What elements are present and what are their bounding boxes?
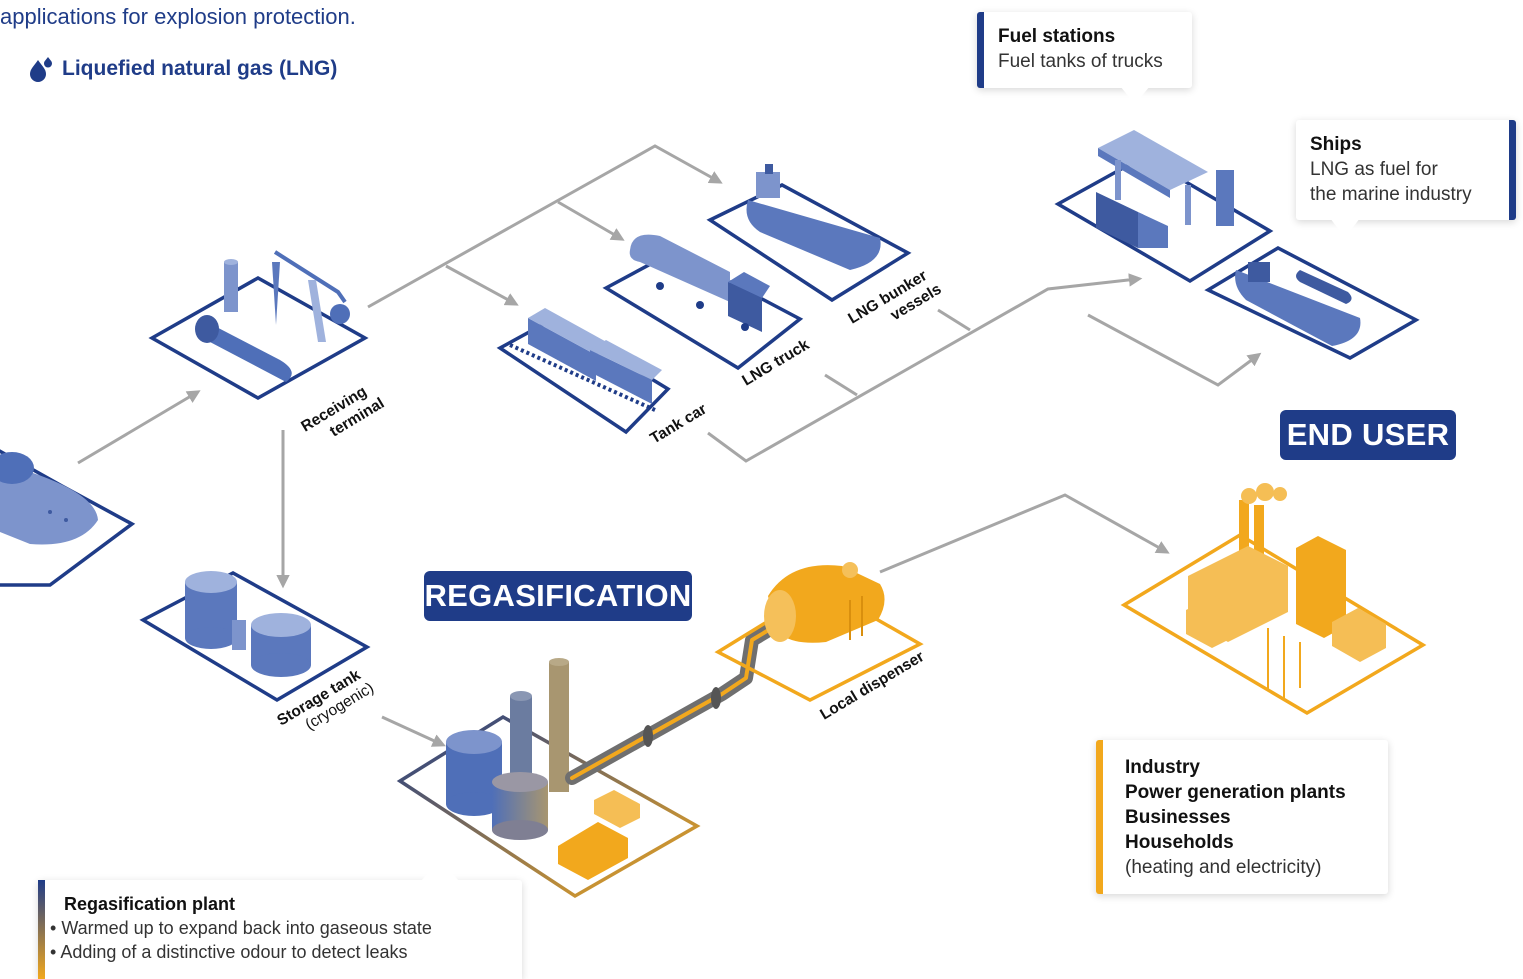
end-user-item-households: Households — [1125, 832, 1234, 853]
callout-accent-bar — [38, 880, 45, 979]
lng-bunker-vessel-illustration — [706, 164, 912, 303]
end-users-callout-pointer — [1228, 722, 1268, 742]
arrow-to-tankcar — [445, 264, 519, 306]
section-heading: Liquefied natural gas (LNG) — [28, 56, 337, 82]
fuel-stations-callout: Fuel stations Fuel tanks of trucks — [977, 12, 1192, 88]
flow-arrows — [77, 144, 1262, 747]
ships-desc-line-1: LNG as fuel for — [1310, 159, 1438, 180]
lng-bunker-vessels-label: LNG bunker vessels — [845, 264, 944, 343]
local-dispenser-illustration — [714, 562, 924, 702]
storage-tank-illustration — [139, 571, 371, 703]
ships-desc-line-2: the marine industry — [1310, 184, 1472, 205]
end-user-item-businesses: Businesses — [1125, 807, 1231, 828]
end-users-callout: Industry Power generation plants Busines… — [1096, 740, 1388, 894]
arrow-storage-to-plant — [381, 715, 446, 747]
arrow-to-ships — [1087, 313, 1262, 387]
lng-truck-illustration — [602, 234, 804, 371]
fuel-stations-title: Fuel stations — [998, 26, 1116, 47]
regasification-plant-illustration — [396, 658, 701, 899]
arrow-ship-to-terminal — [77, 390, 201, 465]
ships-callout-pointer — [1330, 218, 1360, 238]
fuel-station-illustration — [1054, 130, 1274, 284]
pipeline-illustration — [565, 621, 779, 785]
regasification-plant-callout: Regasification plant • Warmed up to expa… — [38, 880, 522, 979]
ships-title: Ships — [1310, 134, 1362, 155]
ships-callout: Ships LNG as fuel for the marine industr… — [1296, 120, 1516, 220]
regasification-badge: REGASIFICATION — [424, 571, 692, 621]
end-user-badge: END USER — [1280, 410, 1456, 460]
arrow-to-truck — [557, 200, 625, 241]
regasification-bullet-2: Adding of a distinctive odour to detect … — [60, 942, 408, 962]
end-user-item-industry: Industry — [1125, 757, 1200, 778]
tank-car-illustration — [496, 308, 671, 435]
local-dispenser-label: Local dispenser — [817, 648, 927, 723]
regasification-bullet-1: Warmed up to expand back into gaseous st… — [61, 918, 432, 938]
industry-illustration — [1120, 483, 1427, 716]
arrow-distribution-to-enduse — [707, 273, 1143, 463]
drop-icon — [30, 57, 52, 82]
regasification-callout-pointer — [420, 860, 460, 882]
intro-text: applications for explosion protection. — [0, 4, 356, 29]
lng-carrier-illustration — [0, 449, 136, 587]
regasification-plant-title: Regasification plant — [64, 894, 236, 914]
ship-illustration — [1204, 245, 1420, 360]
arrow-terminal-to-distribution — [367, 144, 723, 309]
end-user-item-power: Power generation plants — [1125, 782, 1346, 803]
end-users-note: (heating and electricity) — [1125, 857, 1322, 878]
fuel-stations-desc: Fuel tanks of trucks — [998, 51, 1163, 72]
receiving-terminal-label: Receiving terminal — [298, 378, 387, 451]
arrow-dispenser-to-industry — [879, 493, 1170, 574]
receiving-terminal-illustration — [148, 250, 369, 401]
tank-car-label: Tank car — [647, 401, 709, 448]
fuel-stations-callout-pointer — [1120, 86, 1150, 104]
heading-text: Liquefied natural gas (LNG) — [62, 57, 338, 80]
lng-truck-label: LNG truck — [739, 336, 812, 389]
